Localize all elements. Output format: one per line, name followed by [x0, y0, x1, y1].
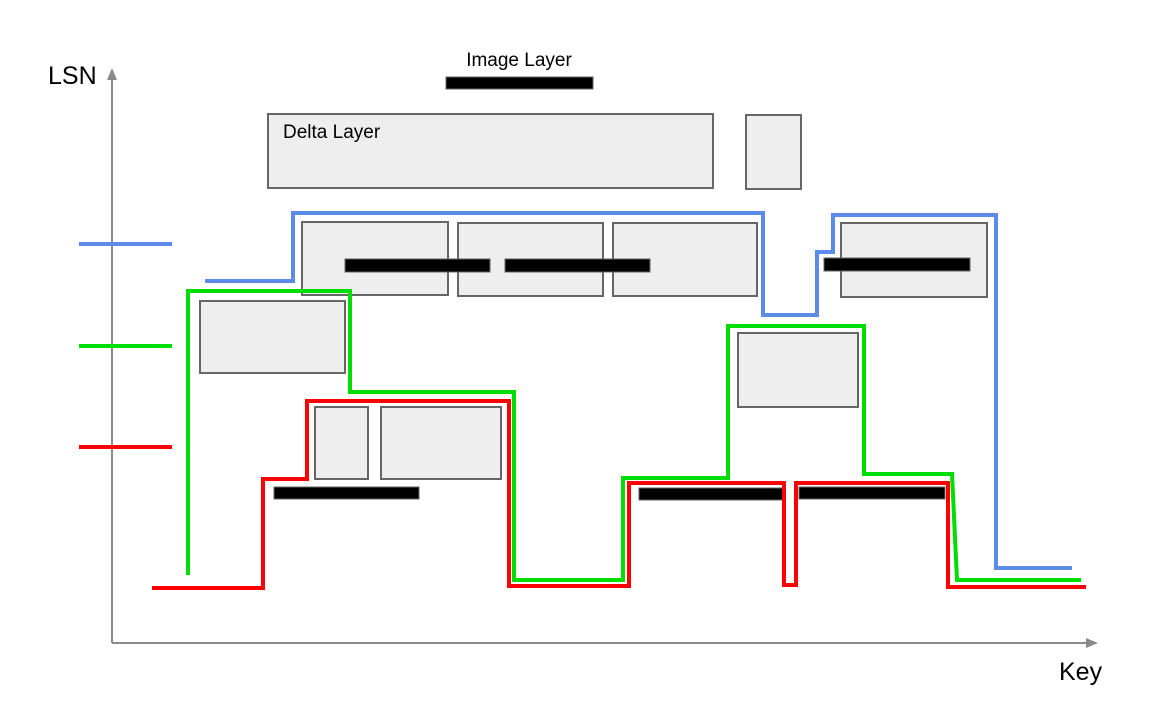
image-layer-label: Image Layer: [466, 50, 572, 71]
x-axis-arrowhead: [1086, 638, 1098, 648]
delta-layer-box-bottom-med: [380, 406, 502, 480]
image-layer-bar-bottom-3: [798, 486, 946, 500]
image-layer-bar-bottom-1: [273, 486, 420, 500]
image-layer-bar-row2-3: [823, 257, 971, 272]
image-layer-bar-bottom-2: [638, 487, 784, 501]
lsn-axis-label: LSN: [48, 62, 97, 90]
delta-layer-box-bottom-small: [314, 406, 369, 480]
image-layer-bar-legend: [445, 76, 594, 90]
image-layer-bar-row2-2: [504, 258, 651, 273]
y-axis-arrowhead: [107, 68, 117, 80]
image-layer-bar-row2-1: [344, 258, 491, 273]
delta-layer-box-legend: [267, 113, 714, 189]
key-axis-label: Key: [1059, 658, 1103, 686]
delta-layer-box-mid-left: [199, 300, 346, 374]
delta-layer-label: Delta Layer: [283, 122, 381, 143]
delta-layer-box-top-right: [745, 114, 802, 190]
delta-layer-box-mid-right: [737, 332, 859, 408]
lsn-line-red: [152, 399, 1086, 590]
lsn-line-blue: [205, 211, 1072, 570]
lsn-line-green: [186, 289, 1081, 582]
